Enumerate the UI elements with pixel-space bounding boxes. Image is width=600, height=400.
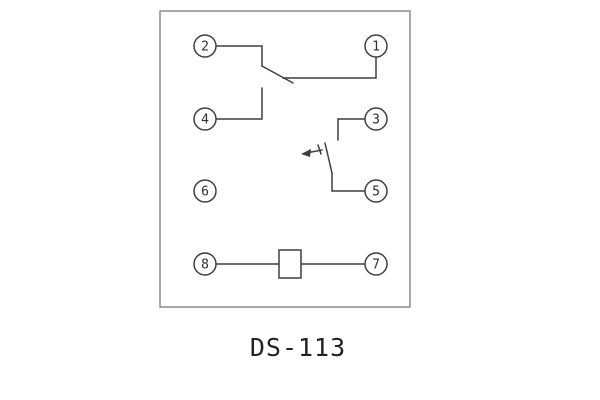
terminal-5-label: 5 — [372, 185, 380, 200]
switch-blade-top — [261, 65, 294, 84]
wire-terminal-3 — [337, 118, 366, 141]
wire-terminal-5 — [331, 172, 366, 192]
terminal-4-label: 4 — [201, 113, 209, 128]
terminal-1-label: 1 — [372, 40, 380, 55]
wire-terminal-2 — [215, 45, 263, 67]
terminal-5-circle — [364, 179, 388, 203]
terminal-6-circle — [193, 179, 217, 203]
wire-terminal-1 — [282, 56, 377, 79]
terminals: 1 2 3 4 5 6 7 8 — [193, 34, 388, 276]
device-outline — [159, 10, 411, 308]
terminal-3-circle — [364, 107, 388, 131]
terminal-8-label: 8 — [201, 258, 209, 273]
terminal-7-circle — [364, 252, 388, 276]
switch-blade-right — [324, 142, 333, 174]
terminal-2-label: 2 — [201, 40, 209, 55]
terminal-3-label: 3 — [372, 113, 380, 128]
terminal-2-circle — [193, 34, 217, 58]
terminal-6-label: 6 — [201, 185, 209, 200]
terminal-8-circle — [193, 252, 217, 276]
wiring — [215, 45, 377, 265]
wire-terminal-4 — [215, 87, 263, 120]
terminal-4-circle — [193, 107, 217, 131]
coil-symbol — [278, 249, 302, 279]
diagram-title: DS-113 — [250, 333, 346, 362]
terminal-7-label: 7 — [372, 258, 380, 273]
terminal-1-circle — [364, 34, 388, 58]
actuation-arrow-icon — [301, 144, 323, 157]
